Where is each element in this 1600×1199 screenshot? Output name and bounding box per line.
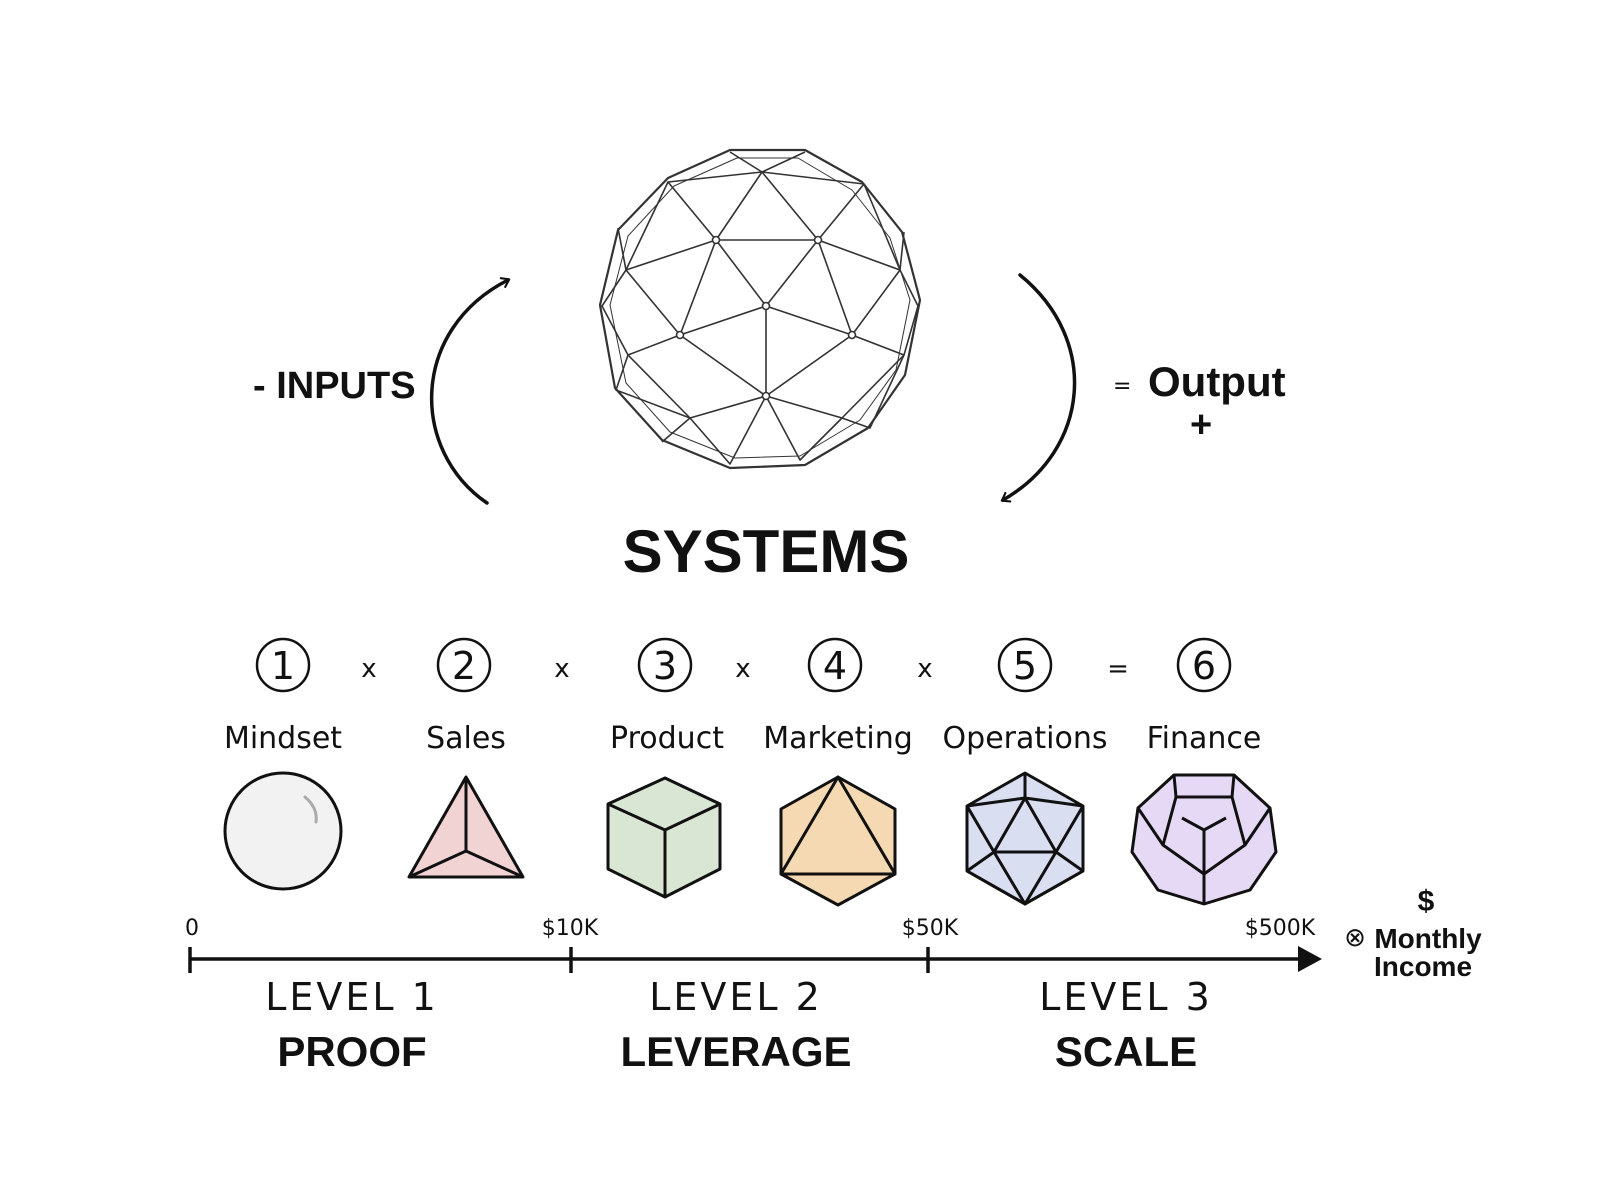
cube-icon: [606, 776, 722, 899]
dodecahedron-icon: [1130, 773, 1278, 906]
level-3-name: SCALE: [1055, 1028, 1197, 1075]
inputs-label: - INPUTS: [253, 365, 416, 407]
level-1-label: LEVEL 1: [265, 975, 439, 1019]
unit-marker-icon: ⊗: [1344, 923, 1366, 953]
octahedron-icon: [779, 775, 897, 907]
income-axis: 0 $10K $50K $500K: [185, 916, 1322, 973]
output-plus: +: [1190, 404, 1212, 446]
inputs-arrow-icon: [430, 277, 511, 505]
unit-dollar-icon: $: [1418, 885, 1435, 918]
axis-arrowhead-icon: [1298, 946, 1322, 972]
tick-10k: $10K: [542, 916, 599, 941]
pillar-number-2-text: 2: [452, 644, 476, 688]
unit-label-line2: Income: [1374, 951, 1472, 982]
output-label: Output: [1148, 358, 1286, 405]
pillar-label-marketing: Marketing: [763, 721, 913, 756]
pillar-number-3: 3: [637, 637, 693, 693]
pillar-label-operations: Operations: [943, 721, 1108, 756]
operator-1: x: [361, 654, 376, 684]
pillar-number-3-text: 3: [653, 644, 677, 688]
operator-4: x: [917, 654, 932, 684]
pillar-number-6-text: 6: [1192, 644, 1216, 688]
equation-row: 1 x 2 x 3 x 4 x 5 = 6: [255, 637, 1232, 693]
pillar-label-finance: Finance: [1147, 721, 1262, 756]
level-1-name: PROOF: [277, 1028, 426, 1075]
pillar-label-product: Product: [610, 721, 724, 756]
tetrahedron-icon: [407, 775, 525, 879]
pillar-number-6: 6: [1176, 637, 1232, 693]
systems-title: SYSTEMS: [623, 518, 910, 585]
unit-label-line1: Monthly: [1374, 923, 1482, 954]
tick-0: 0: [185, 916, 199, 941]
pillar-number-5-text: 5: [1013, 644, 1037, 688]
sphere-icon: [223, 771, 343, 891]
pillar-number-4: 4: [807, 637, 863, 693]
output-equals: =: [1113, 374, 1131, 399]
level-3-label: LEVEL 3: [1039, 975, 1213, 1019]
level-2-name: LEVERAGE: [620, 1028, 851, 1075]
pillar-label-sales: Sales: [426, 721, 506, 756]
pillar-number-4-text: 4: [823, 644, 847, 688]
pillar-number-5: 5: [997, 637, 1053, 693]
operator-3: x: [735, 654, 750, 684]
output-arrow-icon: [1000, 273, 1077, 503]
pillar-number-1-text: 1: [271, 644, 295, 688]
operator-equals: =: [1107, 654, 1129, 684]
pillar-label-mindset: Mindset: [224, 721, 342, 756]
tick-50k: $50K: [902, 916, 959, 941]
pillar-number-2: 2: [436, 637, 492, 693]
pillar-number-1: 1: [255, 637, 311, 693]
tick-500k: $500K: [1245, 916, 1316, 941]
geodesic-sphere-icon: [598, 148, 922, 470]
level-2-label: LEVEL 2: [649, 975, 823, 1019]
operator-2: x: [554, 654, 569, 684]
icosahedron-icon: [965, 771, 1085, 906]
